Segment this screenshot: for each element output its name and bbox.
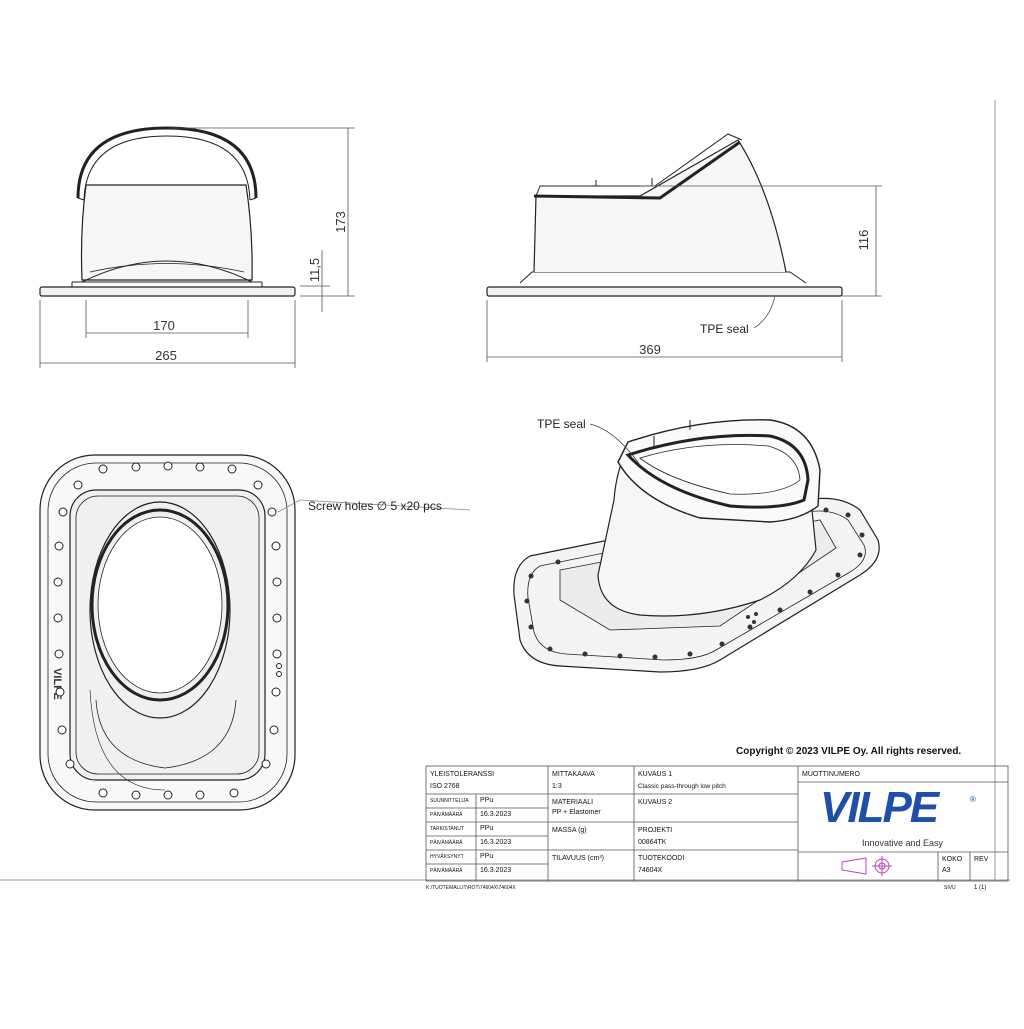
logo-tagline: Innovative and Easy (862, 838, 944, 848)
label-tpe-seal-side: TPE seal (700, 322, 749, 336)
designed-label: SUUNNITTELIJA (430, 798, 469, 804)
iso-view-screw-holes (524, 507, 865, 660)
sheet-value: 1 (1) (974, 885, 987, 891)
rev-label: REV (974, 856, 989, 863)
date-label-1: PÄIVÄMÄÄRÄ (430, 812, 463, 818)
material-value: PP + Elastomer (552, 809, 601, 816)
copyright-notice: Copyright © 2023 VILPE Oy. All rights re… (736, 746, 962, 757)
date-value-1: 16.3.2023 (480, 811, 512, 818)
desc1-value: Classic pass-through low pitch (638, 783, 726, 790)
project-value: 00864TK (638, 839, 667, 846)
label-tpe-seal-iso: TPE seal (537, 417, 586, 431)
product-code-label: TUOTEKOODI (638, 855, 685, 862)
side-dimensions (486, 185, 882, 362)
size-label: KOKO (942, 856, 963, 863)
iso-tpe-leader (589, 423, 641, 466)
mass-label: MASSA (g) (552, 827, 587, 834)
registered-mark: ® (970, 795, 976, 804)
mould-label: MUOTTINUMERO (802, 771, 860, 778)
date-label-3: PÄIVÄMÄÄRÄ (430, 868, 463, 874)
desc1-label: KUVAUS 1 (638, 771, 673, 778)
dim-front-width: 265 (155, 348, 177, 363)
project-label: PROJEKTI (638, 827, 673, 834)
scale-value: 1:3 (552, 783, 562, 790)
date-value-2: 16.3.2023 (480, 839, 512, 846)
file-path: K:\TUOTEMALLIT\ROT\74604X\74604X (426, 885, 516, 891)
designed-value: PPu (480, 797, 494, 804)
approved-value: PPu (480, 853, 494, 860)
size-value: A3 (942, 867, 951, 874)
front-view (39, 126, 296, 297)
checked-label: TARKISTANUT (430, 826, 464, 832)
tolerance-value: ISO 2768 (430, 783, 460, 790)
volume-label: TILAVUUS (cm³) (552, 855, 604, 862)
title-block-grid (425, 765, 1009, 882)
dim-side-height: 116 (856, 230, 871, 251)
dim-side-width: 369 (639, 342, 661, 357)
scale-label: MITTAKAAVA (552, 771, 595, 778)
dim-front-base: 11,5 (307, 258, 322, 282)
side-view (486, 133, 843, 297)
iso-view (513, 419, 880, 673)
top-view-screw-holes (53, 461, 282, 800)
checked-value: PPu (480, 825, 494, 832)
desc2-label: KUVAUS 2 (638, 799, 673, 806)
vilpe-logo: VILPE (820, 783, 939, 832)
material-label: MATERIAALI (552, 799, 594, 806)
dim-front-inner-width: 170 (153, 318, 175, 333)
dim-front-height: 173 (333, 211, 348, 233)
front-dimensions (39, 127, 355, 368)
approved-label: HYVÄKSYNYT (430, 854, 464, 860)
date-label-2: PÄIVÄMÄÄRÄ (430, 840, 463, 846)
projection-symbol (841, 856, 892, 876)
date-value-3: 16.3.2023 (480, 867, 512, 874)
tolerance-label: YLEISTOLERANSSI (430, 771, 495, 778)
label-screw-holes: Screw holes ∅ 5 x20 pcs (308, 499, 442, 513)
product-code-value: 74604X (638, 867, 663, 874)
sheet-label: SIVU (944, 885, 956, 891)
screw-holes-leader (277, 499, 471, 513)
top-view: VILPE (39, 454, 296, 811)
